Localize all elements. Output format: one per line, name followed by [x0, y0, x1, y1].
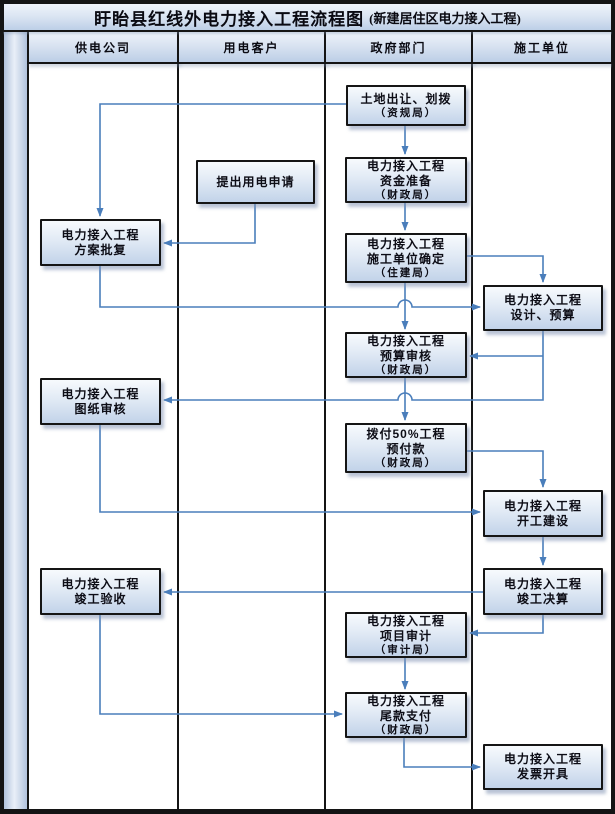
node-line: 土地出让、划拨 — [360, 91, 452, 106]
node-line: 电力接入工程 — [366, 693, 445, 708]
node-line: 方案批复 — [74, 242, 127, 257]
node-line: 提出用电申请 — [216, 174, 295, 189]
node-budget-review: 电力接入工程 预算审核 （财政局） — [345, 332, 467, 378]
node-line: 电力接入工程 — [61, 227, 140, 242]
node-line: 电力接入工程 — [503, 576, 582, 591]
node-line: 预付款 — [386, 441, 426, 456]
node-land-transfer: 土地出让、划拨 （资规局） — [346, 85, 466, 126]
node-line: 电力接入工程 — [503, 498, 582, 513]
node-advance-payment-50: 拨付50%工程 预付款 （财政局） — [345, 423, 467, 473]
lane-header-government: 政府部门 — [324, 30, 473, 64]
node-construction-start: 电力接入工程 开工建设 — [483, 490, 603, 537]
node-line: 项目审计 — [379, 628, 432, 643]
node-line: 竣工决算 — [516, 591, 569, 606]
node-fund-preparation: 电力接入工程 资金准备 （财政局） — [345, 157, 467, 203]
node-line-agency: （住建局） — [374, 267, 438, 279]
node-line-agency: （财政局） — [374, 364, 438, 376]
node-line: 施工单位确定 — [366, 251, 445, 266]
node-final-payment: 电力接入工程 尾款支付 （财政局） — [345, 692, 467, 738]
node-line: 竣工验收 — [74, 591, 127, 606]
node-line: 电力接入工程 — [366, 158, 445, 173]
page-title-main: 盱眙县红线外电力接入工程流程图 — [94, 9, 365, 29]
lane-header-contractor: 施工单位 — [471, 30, 613, 64]
page-title: 盱眙县红线外电力接入工程流程图 (新建居住区电力接入工程) — [2, 2, 613, 32]
node-line: 拨付50%工程 — [366, 426, 446, 441]
node-line-agency: （财政局） — [374, 457, 438, 469]
node-line: 预算审核 — [379, 348, 432, 363]
node-contractor-confirm: 电力接入工程 施工单位确定 （住建局） — [345, 233, 467, 283]
left-margin-strip — [2, 30, 29, 811]
node-line: 资金准备 — [379, 173, 432, 188]
node-line: 尾款支付 — [379, 708, 432, 723]
node-line: 图纸审核 — [74, 401, 127, 416]
node-line-agency: （审计局） — [374, 644, 438, 656]
node-line: 电力接入工程 — [503, 293, 582, 307]
node-line: 发票开具 — [516, 767, 569, 781]
lane-divider-2 — [324, 62, 326, 811]
node-line-agency: （财政局） — [374, 724, 438, 736]
node-line: 电力接入工程 — [366, 333, 445, 348]
node-power-application: 提出用电申请 — [196, 160, 315, 204]
node-line: 电力接入工程 — [61, 386, 140, 401]
node-project-audit: 电力接入工程 项目审计 （审计局） — [345, 612, 467, 658]
node-plan-approval: 电力接入工程 方案批复 — [40, 219, 161, 266]
node-line-agency: （资规局） — [374, 107, 438, 119]
lane-header-power-company: 供电公司 — [27, 30, 179, 64]
lane-header-customer: 用电客户 — [177, 30, 326, 64]
node-line: 电力接入工程 — [503, 752, 582, 766]
page-title-sub: (新建居住区电力接入工程) — [369, 10, 521, 26]
node-line: 电力接入工程 — [366, 236, 445, 251]
lane-divider-1 — [177, 62, 179, 811]
node-drawing-review: 电力接入工程 图纸审核 — [40, 378, 161, 425]
node-line: 开工建设 — [516, 513, 569, 528]
node-line: 电力接入工程 — [366, 613, 445, 628]
node-line-agency: （财政局） — [374, 189, 438, 201]
node-line: 设计、预算 — [510, 308, 576, 322]
node-final-accounts: 电力接入工程 竣工决算 — [483, 568, 603, 615]
node-invoice-issue: 电力接入工程 发票开具 — [483, 744, 603, 790]
node-completion-acceptance: 电力接入工程 竣工验收 — [40, 568, 161, 615]
node-design-budget: 电力接入工程 设计、预算 — [483, 285, 603, 331]
lane-divider-3 — [471, 62, 473, 811]
node-line: 电力接入工程 — [61, 576, 140, 591]
